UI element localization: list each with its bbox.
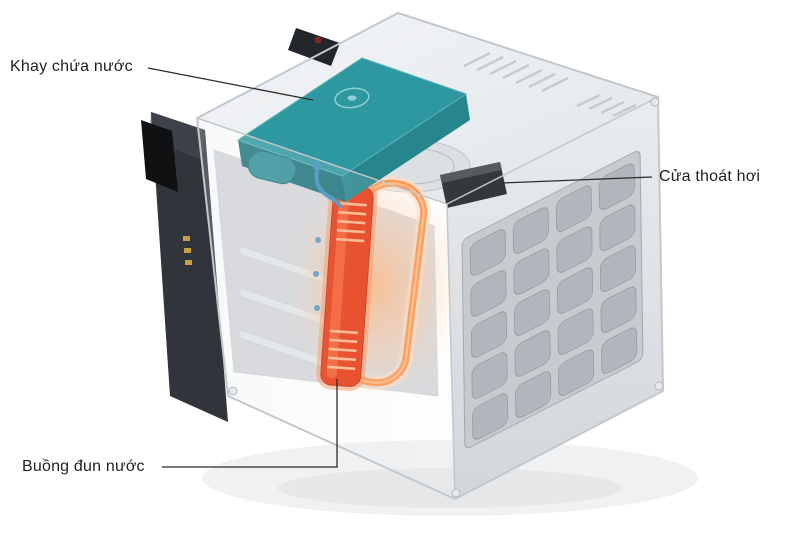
contact-pin xyxy=(184,248,191,253)
box-front-face xyxy=(197,118,455,499)
steam-vent-graphic xyxy=(440,162,507,208)
leader-lines xyxy=(147,67,653,468)
corner-screws xyxy=(228,97,664,498)
label-water-tray: Khay chứa nước xyxy=(10,58,133,75)
box-right-face xyxy=(446,96,664,500)
leader-line-water-tray xyxy=(147,67,314,101)
hinge-detail xyxy=(288,28,340,66)
leader-line-boiler xyxy=(162,379,338,468)
contact-pin xyxy=(185,260,192,265)
top-vent-slats-right xyxy=(576,93,637,118)
leader-line-steam-vent xyxy=(501,176,653,184)
door-handle xyxy=(141,120,178,192)
label-steam-vent: Cửa thoát hơi xyxy=(659,168,761,185)
box-edges xyxy=(195,11,665,501)
top-vent-slats xyxy=(463,51,569,93)
side-grille xyxy=(461,150,644,449)
contact-pin xyxy=(183,236,190,241)
label-boiler: Buồng đun nước xyxy=(22,458,145,475)
tray-cap xyxy=(334,87,370,109)
